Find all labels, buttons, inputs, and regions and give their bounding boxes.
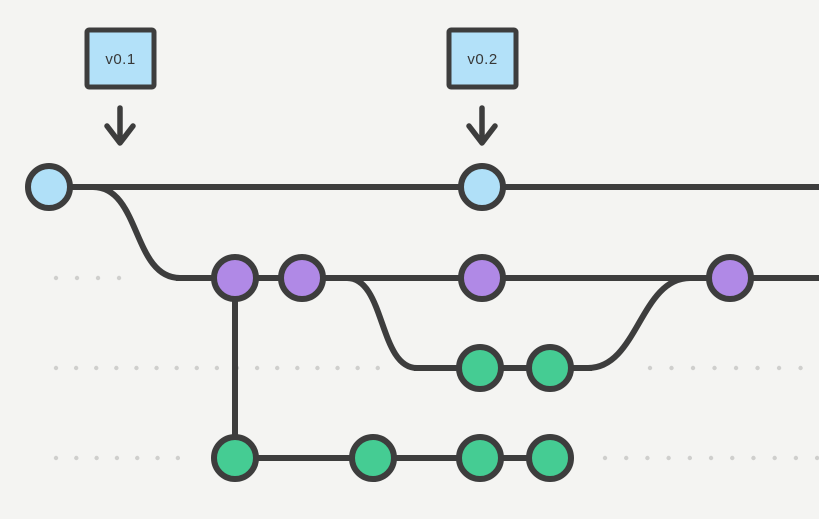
down-arrow-icon: [104, 105, 136, 146]
commit-node: [25, 163, 73, 211]
version-tag-label: v0.1: [105, 51, 135, 68]
commit-node: [706, 254, 754, 302]
down-arrow-head: [466, 123, 498, 146]
commit-node: [211, 254, 259, 302]
version-tag-label: v0.2: [467, 51, 497, 68]
branch-curve-link: [346, 275, 418, 371]
commit-node: [458, 163, 506, 211]
version-tag-box: [446, 27, 519, 90]
commit-node: [278, 254, 326, 302]
branch-curve-link: [92, 184, 181, 281]
down-arrow-icon: [466, 105, 498, 146]
down-arrow-head: [104, 123, 136, 146]
commit-node: [456, 344, 504, 392]
commit-node: [211, 434, 259, 482]
commit-node: [526, 344, 574, 392]
commit-node: [456, 434, 504, 482]
version-tag: v0.1: [84, 27, 157, 146]
commit-node: [458, 254, 506, 302]
version-tag-box: [84, 27, 157, 90]
commit-node: [349, 434, 397, 482]
commit-node: [526, 434, 574, 482]
version-tag: v0.2: [446, 27, 519, 146]
branch-curve-link: [587, 275, 691, 371]
